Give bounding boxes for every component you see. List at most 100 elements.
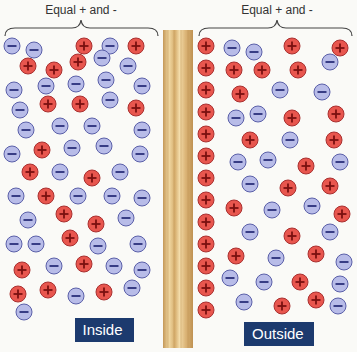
anion — [314, 84, 330, 100]
cell-membrane — [163, 30, 193, 348]
cation — [198, 38, 214, 54]
cation — [322, 178, 338, 194]
cation — [284, 110, 300, 126]
cation — [76, 38, 92, 54]
brace — [5, 20, 158, 36]
region-box: Outside — [244, 322, 314, 346]
anion — [134, 262, 150, 278]
cation — [198, 236, 214, 252]
anion — [222, 270, 238, 286]
anion — [134, 122, 150, 138]
anion — [224, 40, 240, 56]
cation — [128, 38, 144, 54]
cation — [284, 38, 300, 54]
cation — [128, 100, 144, 116]
cation — [62, 230, 78, 246]
anion — [124, 280, 140, 296]
cation — [292, 274, 308, 290]
cation — [326, 132, 342, 148]
anion — [8, 188, 24, 204]
region-name: Inside — [83, 321, 126, 339]
anion — [264, 202, 280, 218]
anion — [230, 154, 246, 170]
membrane-texture — [168, 30, 188, 348]
anion — [120, 58, 136, 74]
anion — [104, 188, 120, 204]
anion — [134, 78, 150, 94]
anion — [90, 238, 106, 254]
cation — [70, 54, 86, 70]
cation — [40, 96, 56, 112]
anion — [84, 118, 100, 134]
ion-group — [4, 38, 352, 320]
anion — [68, 76, 84, 92]
cation — [38, 188, 54, 204]
anion — [28, 236, 44, 252]
cation — [72, 96, 88, 112]
anion — [4, 38, 20, 54]
cation — [254, 62, 270, 78]
region-label: Equal + and - — [45, 3, 117, 17]
anion — [332, 276, 348, 292]
cation — [328, 106, 344, 122]
anion — [272, 82, 288, 98]
anion — [18, 122, 34, 138]
cation — [198, 302, 214, 318]
anion — [134, 190, 150, 206]
cation — [332, 40, 348, 56]
cation — [228, 248, 244, 264]
anion — [16, 304, 32, 320]
cation — [308, 246, 324, 262]
anion — [96, 138, 112, 154]
region-name: Outside — [252, 325, 306, 343]
anion — [52, 164, 68, 180]
anion — [20, 212, 36, 228]
anion — [242, 176, 258, 192]
cation — [274, 298, 290, 314]
anion — [228, 110, 244, 126]
cation — [198, 192, 214, 208]
cation — [34, 142, 50, 158]
anion — [112, 164, 128, 180]
anion — [322, 54, 338, 70]
cation — [198, 258, 214, 274]
cation — [10, 286, 26, 302]
cation — [198, 148, 214, 164]
anion — [282, 132, 298, 148]
anion — [336, 254, 352, 270]
cation — [284, 228, 300, 244]
anion — [6, 236, 22, 252]
cation — [198, 60, 214, 76]
cation — [198, 280, 214, 296]
anion — [332, 154, 348, 170]
cation — [198, 104, 214, 120]
anion — [304, 198, 320, 214]
cation — [56, 206, 72, 222]
anion — [94, 50, 110, 66]
cation — [96, 284, 112, 300]
cation — [198, 82, 214, 98]
anion — [330, 298, 346, 314]
cation — [88, 216, 104, 232]
anion — [256, 274, 272, 290]
brace — [199, 20, 352, 36]
region-label: Equal + and - — [241, 3, 313, 17]
anion — [118, 210, 134, 226]
anion — [68, 288, 84, 304]
anion — [268, 250, 284, 266]
cation — [40, 282, 56, 298]
cation — [334, 206, 350, 222]
anion — [98, 72, 114, 88]
region-box: Inside — [75, 318, 134, 342]
anion — [106, 258, 122, 274]
cation — [198, 214, 214, 230]
anion — [250, 106, 266, 122]
cation — [280, 180, 296, 196]
cation — [198, 170, 214, 186]
anion — [4, 146, 20, 162]
cation — [290, 62, 306, 78]
anion — [6, 82, 22, 98]
anion — [246, 44, 262, 60]
cation — [242, 132, 258, 148]
